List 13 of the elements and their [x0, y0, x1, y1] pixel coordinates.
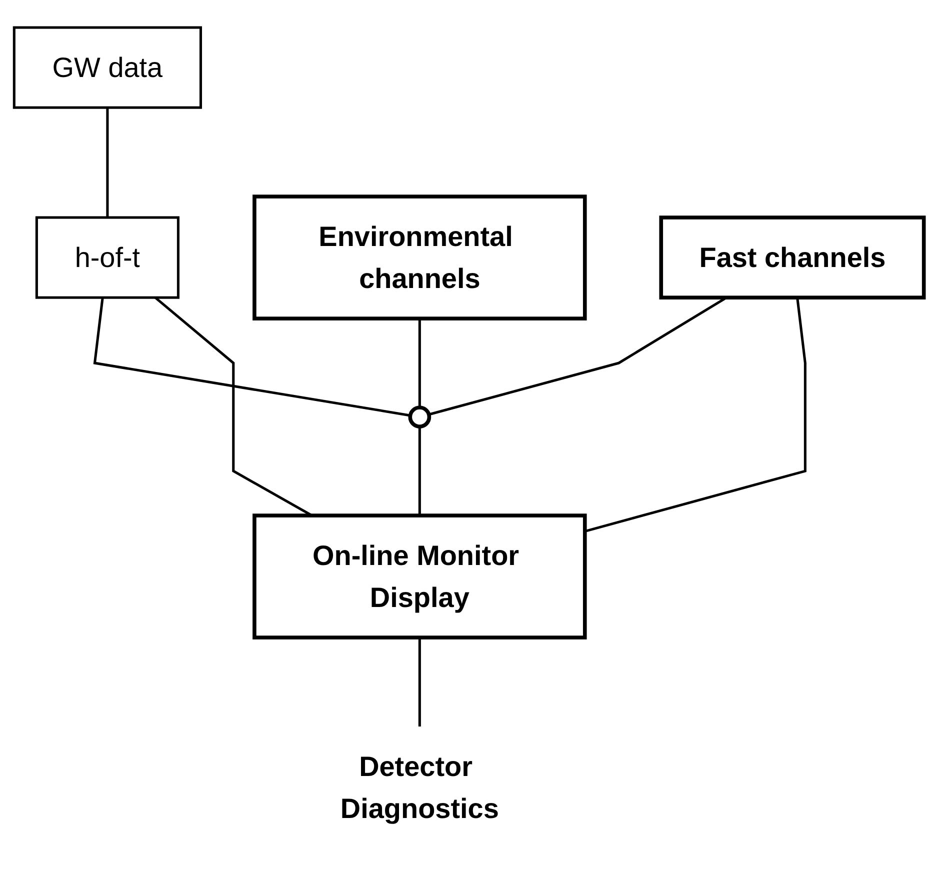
node-text: Detector Diagnostics	[340, 750, 499, 824]
node-box: Fast channels	[659, 216, 926, 300]
connector	[106, 108, 109, 218]
connector	[418, 318, 421, 408]
node-circle	[408, 406, 432, 428]
node-box: On-line Monitor Display	[252, 514, 587, 640]
node-box: h-of-t	[35, 216, 180, 299]
connector	[418, 638, 421, 726]
connector	[584, 297, 806, 533]
connector	[93, 297, 410, 417]
connector	[418, 426, 421, 516]
node-box: Environmental channels	[252, 194, 587, 320]
node-box: GW data	[12, 26, 202, 109]
